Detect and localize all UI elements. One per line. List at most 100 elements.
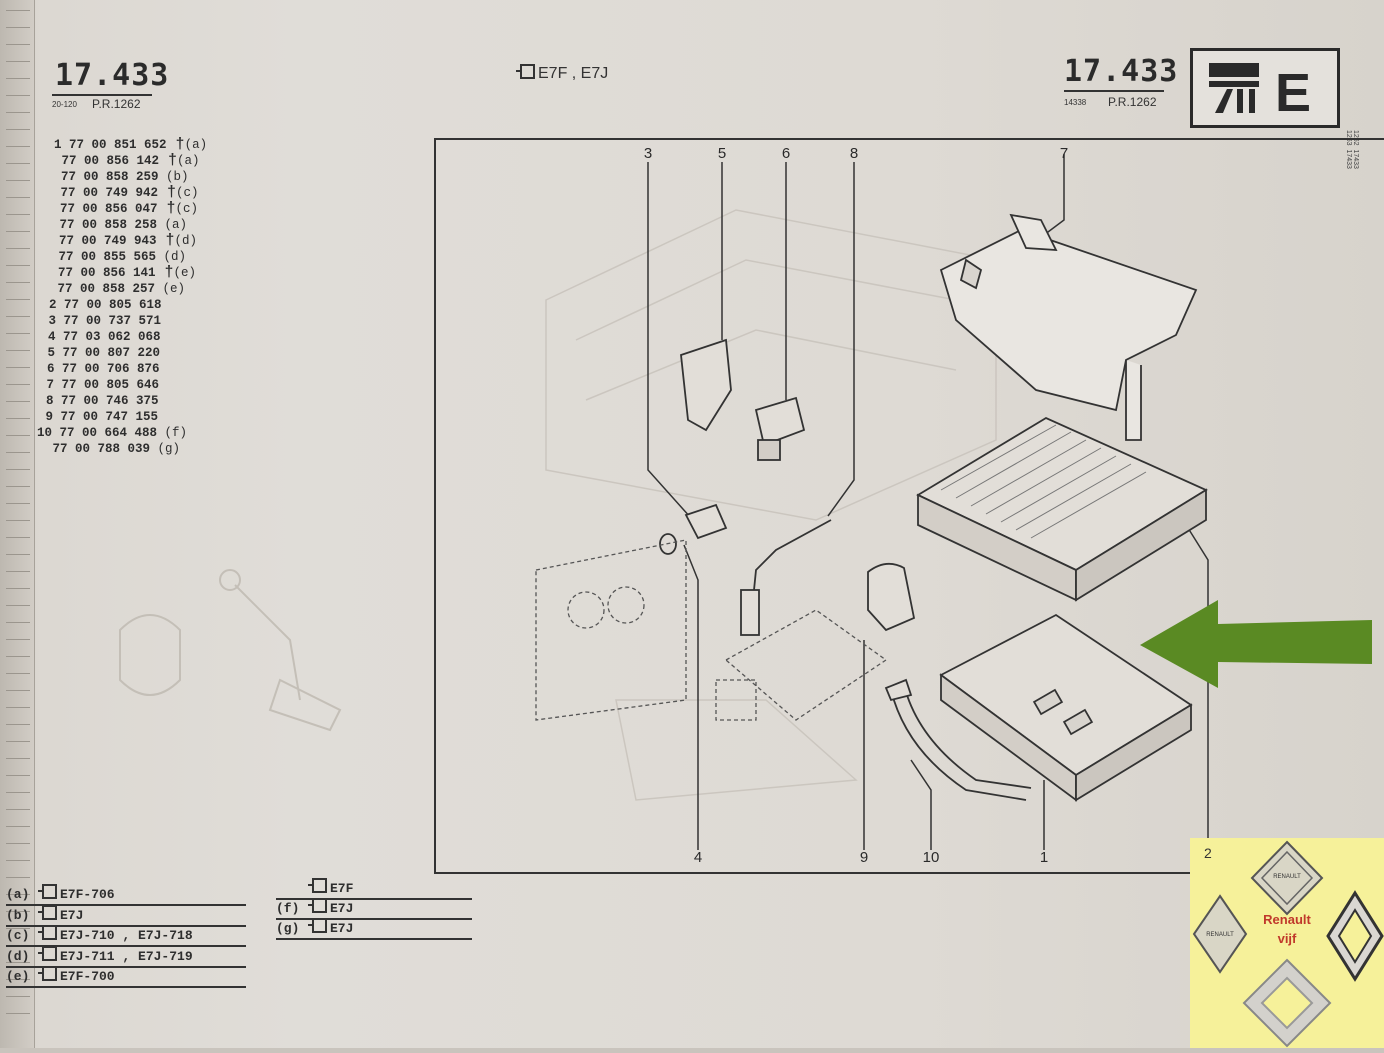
parts-list-row: 7 77 00 805 646: [47, 377, 208, 393]
part-number: 77 00 747 155: [60, 410, 159, 424]
legend-key: (a): [6, 887, 30, 902]
engine-icon: [38, 966, 57, 981]
part-2-ecu-housing: [916, 416, 1208, 602]
parts-list-row: 77 00 858 257 (e): [58, 281, 208, 297]
callout-bottom: 4: [694, 849, 702, 866]
part-number: 77 03 062 068: [63, 330, 161, 344]
callout-top: 5: [718, 145, 726, 162]
parts-list-row: 2 77 00 805 618: [49, 297, 207, 313]
part-number: 77 00 858 257: [57, 282, 156, 296]
legend-value: E7J: [60, 907, 84, 923]
diagram-svg: 35687491012: [535, 145, 1212, 866]
part-10-strap: [884, 678, 1032, 801]
parts-list: 1 77 00 851 652 †(a)77 00 856 142 †(a)77…: [30, 137, 207, 457]
part-ref-number: 4: [48, 330, 64, 344]
page-ref-right-code: 14338: [1064, 98, 1087, 107]
callout-bottom: 10: [923, 849, 940, 866]
part-ref-number: 5: [47, 346, 63, 360]
header-rule-right: [1064, 90, 1164, 92]
leader-lines: [647, 154, 1209, 850]
part-number: 77 00 856 142: [61, 154, 160, 168]
parts-list-row: 77 00 856 047 †(c): [60, 201, 207, 217]
part-ref-number: 1: [54, 138, 70, 152]
parts-list-row: 8 77 00 746 375: [46, 393, 207, 409]
part-note: (c): [175, 202, 199, 216]
engine-codes-text: E7F , E7J: [538, 65, 609, 82]
engine-codes-header: E7F , E7J: [516, 64, 609, 83]
parts-list-row: 77 00 858 259 (b): [61, 169, 207, 185]
part-note: (e): [155, 282, 186, 296]
legend-value: E7F-706: [60, 887, 115, 902]
part-8-oxygen-sensor: [740, 519, 832, 636]
page-ref-left-pr: P.R.1262: [92, 97, 141, 111]
part-number: 77 00 858 258: [59, 218, 158, 232]
legend-row: (b) E7J: [6, 904, 246, 927]
watermark-badge: 2 RENAULT RENAULT Renault vijf: [1190, 838, 1384, 1048]
page-ref-left: 17.433: [55, 58, 170, 93]
exploded-diagram: 35687491012: [434, 138, 1384, 874]
parts-list-row: 77 00 858 258 (a): [60, 217, 208, 233]
part-number: 77 00 788 039: [52, 442, 151, 456]
spiral-binding: [0, 0, 35, 1048]
engine-icon: [308, 878, 327, 893]
callout-top: 3: [644, 145, 652, 162]
parts-list-row: 4 77 03 062 068: [48, 329, 207, 345]
dagger-icon: †: [159, 152, 178, 169]
part-5-bracket: [680, 338, 732, 432]
watermark-line2: vijf: [1278, 931, 1297, 946]
part-number: 77 00 749 942: [60, 186, 159, 200]
part-ref-number: 10: [37, 426, 60, 440]
legend-key: (g): [276, 921, 300, 936]
page-ref-right-pr: P.R.1262: [1108, 95, 1157, 109]
renault-emblem-top-icon: [1250, 840, 1324, 916]
legend-key: (c): [6, 928, 30, 943]
legend-row: (e) E7F-700: [6, 966, 246, 988]
legend-value: E7J: [330, 921, 354, 936]
legend-value: E7J-710 , E7J-718: [60, 928, 193, 943]
svg-text:RENAULT: RENAULT: [1273, 874, 1301, 880]
part-9-cover: [867, 562, 916, 632]
engine-icon: [38, 904, 57, 920]
part-ref-number: 9: [45, 410, 61, 424]
highlight-arrow-icon: [1140, 600, 1372, 688]
svg-text:RENAULT: RENAULT: [1206, 932, 1234, 938]
callout-numbers: 35687491012: [644, 145, 1212, 866]
parts-list-row: 77 00 749 943 †(d): [59, 233, 207, 249]
parts-list-row: 10 77 00 664 488 (f): [37, 425, 207, 441]
legend-key: (b): [6, 907, 30, 923]
legend-row: (a) E7F-706: [6, 884, 246, 906]
part-number: 77 00 855 565: [58, 250, 157, 264]
part-number: 77 00 706 876: [62, 362, 160, 376]
part-note: (d): [174, 234, 198, 248]
parts-list-row: 77 00 856 141 †(e): [58, 265, 207, 281]
legend-value: E7J: [330, 901, 354, 916]
parts-list-row: 77 00 788 039 (g): [53, 441, 208, 457]
legend-value: E7F: [330, 881, 354, 896]
legend-value: E7J-711 , E7J-719: [60, 948, 193, 964]
dagger-icon: †: [166, 136, 185, 153]
part-3-temp-sensor: [684, 503, 728, 540]
part-number: 77 00 749 943: [59, 234, 157, 248]
legend-value: E7F-700: [60, 969, 115, 984]
part-number: 77 00 746 375: [61, 394, 159, 408]
part-note: (e): [173, 266, 197, 280]
part-note: (f): [157, 426, 188, 440]
part-number: 77 00 807 220: [62, 346, 161, 360]
part-number: 77 00 856 141: [58, 266, 156, 280]
engine-icon: [38, 884, 57, 899]
parts-list-row: 5 77 00 807 220: [48, 345, 208, 361]
part-number: 77 00 737 571: [63, 314, 162, 328]
part-note: (d): [156, 250, 187, 264]
part-note: (g): [150, 442, 181, 456]
page-ref-left-code: 20-120: [52, 100, 77, 109]
section-symbol-icon: E: [1209, 63, 1311, 123]
part-number: 77 00 664 488: [59, 426, 158, 440]
part-note: (a): [157, 218, 188, 232]
part-ref-number: 6: [47, 362, 63, 376]
callout-bottom: 9: [860, 849, 868, 866]
legend-key: (e): [6, 969, 30, 984]
dagger-icon: †: [157, 200, 176, 217]
part-note: (b): [158, 170, 189, 184]
exhaust-manifold-outline: [715, 609, 888, 721]
side-codes: 1262 17433 1263 17433: [1345, 130, 1359, 169]
